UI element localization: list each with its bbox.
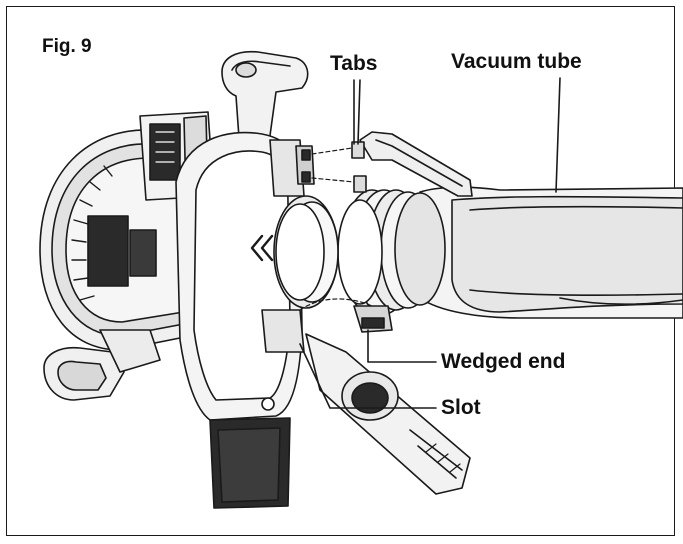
blower-body	[175, 50, 339, 509]
callout-vacuum-tube: Vacuum tube	[451, 50, 582, 73]
vacuum-tube	[337, 131, 683, 333]
callout-tabs: Tabs	[330, 52, 378, 75]
callout-wedged-end: Wedged end	[441, 350, 566, 373]
motor-housing	[39, 129, 221, 401]
figure-label: Fig. 9	[42, 36, 92, 57]
callout-slot: Slot	[441, 396, 481, 419]
